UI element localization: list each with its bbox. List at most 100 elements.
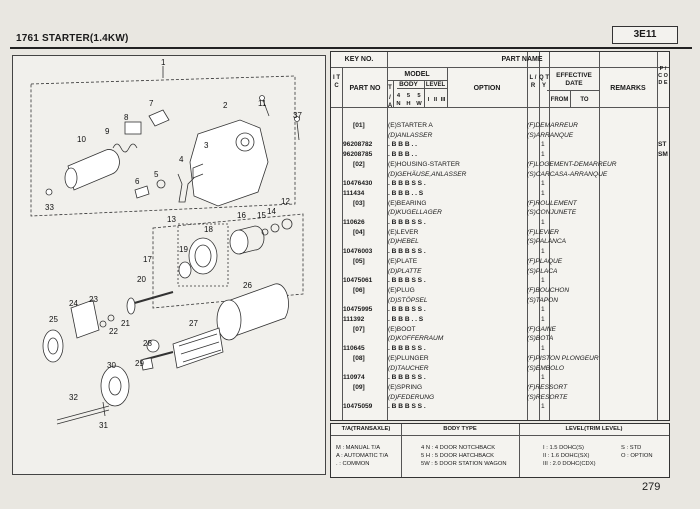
part-name-alt-cell: (S)CARCASA-ARRANQUE (527, 170, 608, 178)
model-cell: . B B B S S . (388, 277, 426, 285)
part-name-cell: (E)PLUNGER (388, 354, 429, 362)
qty-cell: 1 (541, 277, 545, 285)
callout-20: 20 (137, 275, 146, 284)
part-name-cell: (D)HEBEL (388, 238, 419, 246)
part-name-alt-cell: (F)RESSORT (527, 383, 568, 391)
qty-cell: 1 (541, 141, 545, 149)
part-name-cell: (E)STARTER A (388, 122, 433, 129)
page-title: 1761 STARTER(1.4KW) (16, 33, 129, 44)
exploded-diagram: 1 2 3 4 5 6 7 8 9 10 11 12 13 14 15 16 1… (12, 55, 326, 475)
key-no-cell: [03] (353, 199, 365, 207)
model-cell: . B B B . . S (388, 189, 424, 197)
legend-level-item: III : 2.0 DOHC(CDX) (543, 461, 596, 467)
key-no-cell: [05] (353, 257, 365, 265)
legend-body-item: 5 H : 5 DOOR HATCHBACK (421, 453, 495, 459)
col-remarks: REMARKS (610, 85, 646, 92)
callout-5: 5 (154, 170, 159, 179)
col-option: OPTION (473, 85, 501, 92)
callout-37: 37 (293, 111, 302, 120)
col-t: T (388, 85, 392, 91)
part-name-alt-cell: (S)PLACA (527, 267, 558, 275)
callout-6: 6 (135, 177, 140, 186)
part-no-cell: 111434 (343, 189, 365, 197)
callout-25: 25 (49, 315, 58, 324)
key-no-cell: [07] (353, 325, 365, 333)
key-no-cell: [08] (353, 354, 365, 362)
col-lr: L / R (529, 75, 537, 89)
parts-table: KEY NO. PART NAME I T C PART NO MODEL T … (330, 51, 670, 421)
part-name-cell: (D)KOFFERRAUM (388, 335, 444, 343)
part-name-cell: (E)HOUSING-STARTER (388, 160, 460, 168)
part-name-alt-cell: (F)LOGEMENT-DEMARREUR (527, 160, 617, 168)
part-name-cell: (D)GEHÄUSE,ANLASSER (388, 170, 467, 178)
part-no-cell: 10476003 (343, 248, 373, 256)
col-body: BODY (399, 81, 418, 88)
col-level-2: II (433, 97, 438, 103)
part-no-cell: 110626 (343, 219, 365, 226)
qty-cell: 1 (541, 248, 545, 256)
model-cell: . B B B S S . (388, 248, 426, 256)
callout-16: 16 (237, 211, 246, 220)
part-name-cell: (E)PLATE (388, 257, 418, 265)
callout-12: 12 (281, 197, 290, 206)
model-cell: . B B B S S . (388, 180, 426, 188)
col-level: LEVEL (425, 82, 446, 88)
key-no-cell: [09] (353, 383, 365, 391)
model-cell: . B B B S S . (388, 403, 426, 411)
qty-cell: 1 (541, 306, 545, 314)
part-name-alt-cell: (S)EMBOLO (527, 364, 565, 372)
callout-3: 3 (204, 141, 209, 150)
callout-24: 24 (69, 299, 78, 308)
callout-32: 32 (69, 393, 78, 402)
pcode-cell: SM (658, 151, 668, 159)
qty-cell: 1 (541, 374, 545, 382)
model-cell: . B B B . . (388, 151, 417, 159)
pcode-cell: ST (658, 141, 667, 149)
col-pcode: P / C O D E (658, 66, 668, 86)
part-no-cell: 110974 (343, 374, 365, 382)
part-name-cell: (D)STÖPSEL (388, 296, 428, 304)
callout-33: 33 (45, 203, 54, 212)
key-no-cell: [02] (353, 160, 365, 168)
col-effective-date: EFFECTIVE DATE (556, 72, 592, 87)
col-model: MODEL (404, 71, 430, 78)
col-ta: / A (387, 95, 393, 109)
callout-22: 22 (109, 327, 118, 336)
col-body-5w: 5 W (416, 93, 422, 107)
part-name-alt-cell: (S)PALANCA (527, 238, 567, 246)
legend-level-item: II : 1.6 DOHC(SX) (543, 453, 590, 459)
part-no-cell: 96208785 (343, 151, 373, 159)
part-no-cell: 10475059 (343, 403, 373, 411)
part-name-cell: (D)FEDERUNG (388, 393, 435, 401)
legend-ta-item: A : AUTOMATIC T/A (336, 453, 389, 459)
part-name-cell: (D)ANLASSER (388, 131, 433, 139)
callout-21: 21 (121, 319, 130, 328)
qty-cell: 1 (541, 316, 545, 323)
callout-9: 9 (105, 127, 110, 136)
qty-cell: 1 (541, 189, 545, 197)
part-name-alt-cell: (F)PISTON PLONGEUR (527, 354, 599, 362)
callout-30: 30 (107, 361, 116, 370)
callout-23: 23 (89, 295, 98, 304)
part-name-alt-cell: (F)LEVIER (527, 228, 559, 236)
callout-1: 1 (161, 58, 166, 67)
legend-head-body: BODY TYPE (443, 426, 477, 432)
callout-18: 18 (204, 225, 213, 234)
part-name-alt-cell: (F)GAINE (527, 325, 556, 333)
key-no-cell: [06] (353, 286, 365, 294)
callout-29: 29 (135, 359, 144, 368)
part-no-cell: 10475995 (343, 306, 373, 314)
callout-19: 19 (179, 245, 188, 254)
callout-8: 8 (124, 113, 129, 122)
legend-ta-item: . : COMMON (336, 461, 370, 467)
part-no-cell: 111392 (343, 316, 365, 323)
callout-26: 26 (243, 281, 252, 290)
section-code: 3E11 (612, 26, 678, 44)
callout-10: 10 (77, 135, 86, 144)
legend-option-item: S : STD (621, 445, 642, 451)
qty-cell: 1 (541, 151, 545, 159)
qty-cell: 1 (541, 345, 545, 353)
legend-body-item: 5W : 5 DOOR STATION WAGON (421, 461, 507, 467)
part-name-cell: (D)PLATTE (388, 267, 422, 275)
